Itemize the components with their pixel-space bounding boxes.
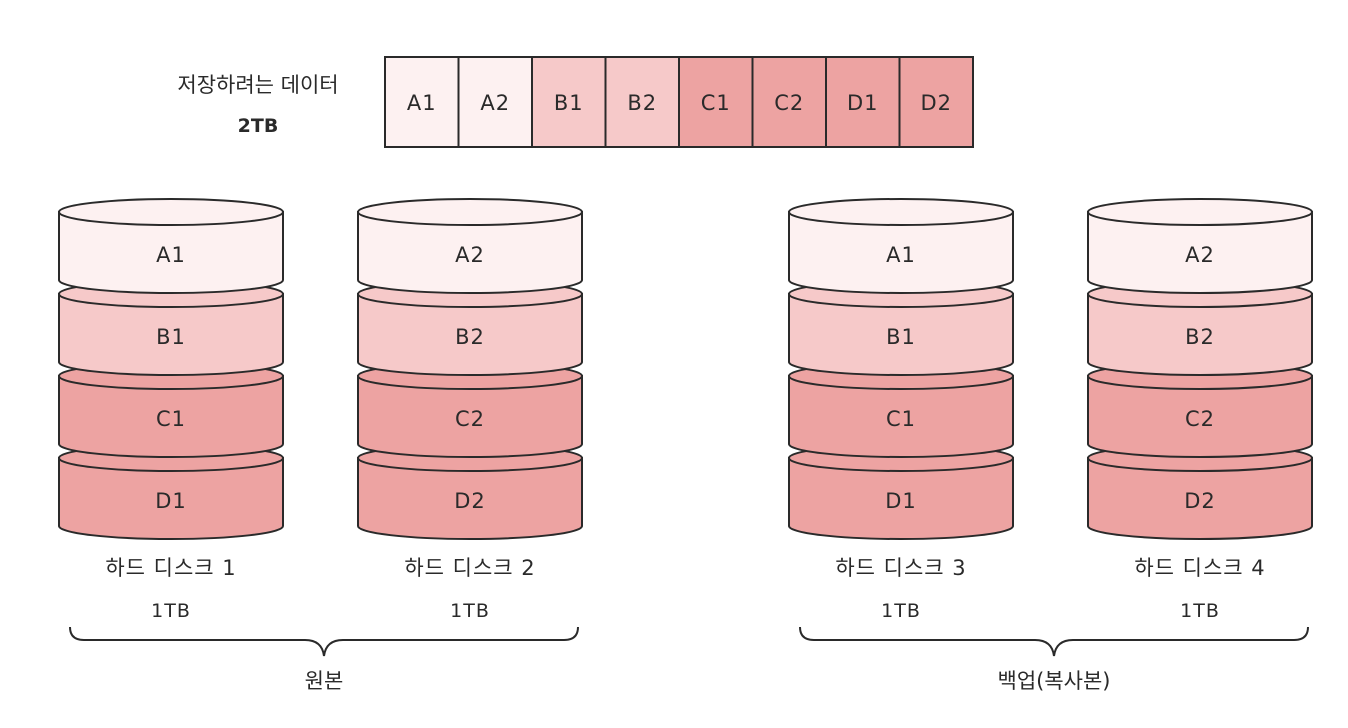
data-block xyxy=(751,56,827,148)
disk-segment-body xyxy=(788,293,1014,376)
disk-capacity: 1TB xyxy=(1180,600,1220,622)
disk-segment: C2 xyxy=(1087,362,1313,458)
disk-segment-top xyxy=(357,198,583,226)
disk-segment-body xyxy=(58,457,284,540)
disk-segment-label: C1 xyxy=(886,407,916,431)
disk-segment-label: A1 xyxy=(886,243,916,267)
data-block-label: C1 xyxy=(701,91,731,115)
disk-segment: A2 xyxy=(1087,198,1313,294)
disk-name: 하드 디스크 2 xyxy=(404,556,535,580)
disk-segment-label: D1 xyxy=(155,489,187,513)
data-block xyxy=(531,56,607,148)
disk-segment-body xyxy=(1087,293,1313,376)
disk-segment-top xyxy=(788,198,1014,226)
hard-disk: D2 C2 B2 A2 하드 디스크 4 1TB xyxy=(1087,198,1313,622)
data-bar: 저장하려는 데이터 2TB A1 A2 B1 B2 C1 C2 D1 D2 xyxy=(177,56,974,148)
disk-segment-body xyxy=(1087,457,1313,540)
data-block xyxy=(384,56,460,148)
data-block-label: B2 xyxy=(627,91,657,115)
disk-segment: C2 xyxy=(357,362,583,458)
data-block-label: C2 xyxy=(774,91,804,115)
disk-segment: B1 xyxy=(788,280,1014,376)
disk-segment: D1 xyxy=(788,444,1014,540)
disk-name: 하드 디스크 1 xyxy=(105,556,236,580)
disk-segment: B2 xyxy=(357,280,583,376)
disk-segment-label: A2 xyxy=(455,243,485,267)
disk-segment: A1 xyxy=(788,198,1014,294)
disk-name: 하드 디스크 3 xyxy=(835,556,966,580)
disk-segment: D2 xyxy=(1087,444,1313,540)
disk-segment: C1 xyxy=(58,362,284,458)
disk-segment-label: A1 xyxy=(156,243,186,267)
disk-segment-body xyxy=(58,375,284,458)
disk-segment-body xyxy=(788,211,1014,294)
disk-segment-body xyxy=(788,457,1014,540)
group-original: 원본 xyxy=(69,626,579,693)
disk-segment: A1 xyxy=(58,198,284,294)
brace-backup xyxy=(799,626,1309,657)
data-bar-blocks: A1 A2 B1 B2 C1 C2 D1 D2 xyxy=(384,56,974,148)
disk-segment-body xyxy=(357,293,583,376)
data-block-label: D1 xyxy=(847,91,879,115)
disk-segment-body xyxy=(1087,211,1313,294)
data-bar-label: 저장하려는 데이터 xyxy=(177,73,338,97)
disk-segment-body xyxy=(788,375,1014,458)
disk-segment: B1 xyxy=(58,280,284,376)
disk-segment-label: C1 xyxy=(156,407,186,431)
disk-segment-top xyxy=(58,198,284,226)
disk-segment-body xyxy=(1087,375,1313,458)
disk-segment-label: B2 xyxy=(455,325,485,349)
data-block-label: B1 xyxy=(554,91,584,115)
data-block xyxy=(678,56,754,148)
disk-segment-label: A2 xyxy=(1185,243,1215,267)
disk-segment-label: D2 xyxy=(1184,489,1216,513)
disk-segment-top xyxy=(1087,198,1313,226)
disk-capacity: 1TB xyxy=(881,600,921,622)
data-block-label: D2 xyxy=(920,91,952,115)
data-block-label: A1 xyxy=(407,91,437,115)
data-block xyxy=(457,56,533,148)
disk-segment: D1 xyxy=(58,444,284,540)
disk-segment-label: D1 xyxy=(885,489,917,513)
disk-segment-label: B1 xyxy=(886,325,916,349)
hard-disk: D2 C2 B2 A2 하드 디스크 2 1TB xyxy=(357,198,583,622)
disk-segment-label: D2 xyxy=(454,489,486,513)
disk-segment: A2 xyxy=(357,198,583,294)
disk-segment-label: C2 xyxy=(1185,407,1215,431)
disk-capacity: 1TB xyxy=(151,600,191,622)
disk-segment-label: B2 xyxy=(1185,325,1215,349)
disk-segment: D2 xyxy=(357,444,583,540)
group-backup: 백업(복사본) xyxy=(799,626,1309,693)
disk-segment-body xyxy=(357,457,583,540)
hard-disk: D1 C1 B1 A1 하드 디스크 3 1TB xyxy=(788,198,1014,622)
data-block-label: A2 xyxy=(480,91,510,115)
disk-name: 하드 디스크 4 xyxy=(1134,556,1265,580)
group-original-label: 원본 xyxy=(305,669,344,693)
brace-original xyxy=(69,626,579,657)
disk-segment-body xyxy=(58,293,284,376)
disk-capacity: 1TB xyxy=(450,600,490,622)
disk-segment: C1 xyxy=(788,362,1014,458)
disk-segment-body xyxy=(357,375,583,458)
group-backup-label: 백업(복사본) xyxy=(998,669,1111,693)
disk-segment: B2 xyxy=(1087,280,1313,376)
data-bar-size: 2TB xyxy=(238,115,279,137)
data-block xyxy=(825,56,901,148)
disk-segment-label: B1 xyxy=(156,325,186,349)
disk-segment-body xyxy=(357,211,583,294)
disk-segment-body xyxy=(58,211,284,294)
data-block xyxy=(898,56,974,148)
hard-disk: D1 C1 B1 A1 하드 디스크 1 1TB xyxy=(58,198,284,622)
disk-segment-label: C2 xyxy=(455,407,485,431)
